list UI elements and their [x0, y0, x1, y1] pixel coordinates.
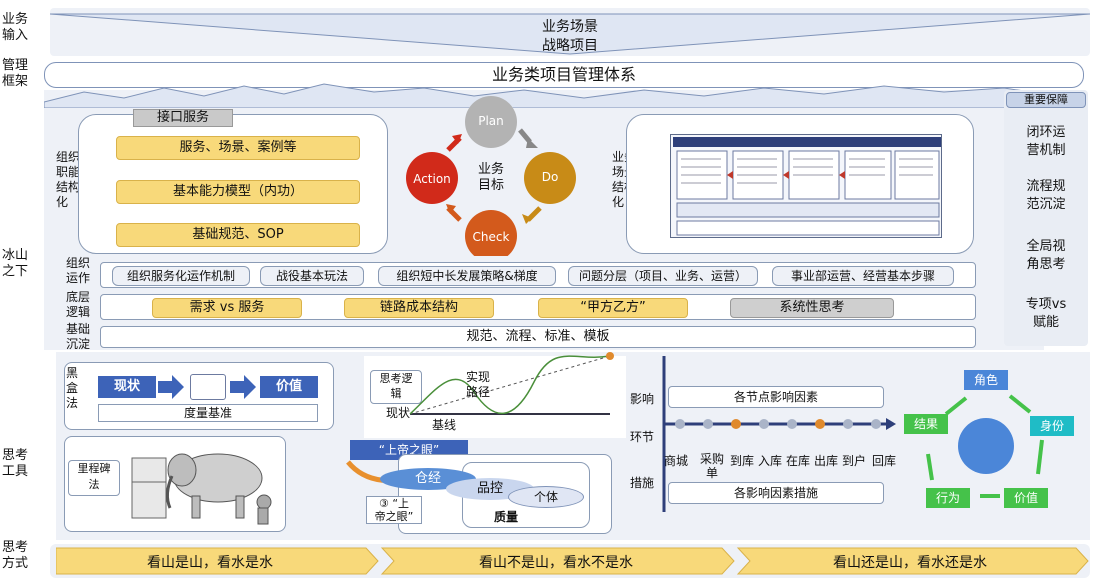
plan-node — [465, 96, 517, 148]
scenario-table-image — [670, 134, 942, 238]
check-node — [465, 210, 517, 256]
foundation-bar: 规范、流程、标准、模板 — [100, 326, 976, 348]
org-ops-item-3: 组织短中长发展策略&梯度 — [378, 266, 556, 286]
interface-service-label: 接口服务 — [133, 109, 233, 127]
funnel-shape — [50, 13, 1090, 55]
thinking-logic-baseline: 基线 — [432, 418, 457, 432]
value-node: 价值 — [1004, 488, 1048, 508]
elephant-fridge-illustration — [131, 453, 272, 525]
strategic-project-text: 战略项目 — [542, 38, 598, 54]
base-logic-demand: 需求 vs 服务 — [152, 298, 302, 318]
org-ops-item-2: 战役基本玩法 — [260, 266, 364, 286]
pdca-action-label: Action — [413, 172, 451, 186]
org-ops-label: 组织 运作 — [66, 256, 91, 285]
thinking-logic-graphic — [409, 352, 614, 415]
thinking-logic-status: 现状 — [386, 406, 411, 420]
chain-link: 环节 — [630, 430, 655, 444]
blackbox-metric: 度量基准 — [98, 404, 318, 422]
chain-node-return: 回库 — [872, 454, 897, 468]
chain-node-purchase: 采购 单 — [699, 452, 724, 480]
chain-node-outbound: 出库 — [814, 454, 839, 468]
base-logic-cost: 链路成本结构 — [344, 298, 494, 318]
milestone-label: 里程碑 法 — [68, 460, 120, 496]
base-logic-label: 底层 逻辑 — [66, 290, 91, 319]
gods-eye-step: ③ “上 帝之眼” — [366, 496, 422, 524]
behavior-node: 行为 — [926, 488, 970, 508]
base-logic-systematic: 系统性思考 — [730, 298, 894, 318]
chain-influence: 影响 — [630, 392, 655, 406]
guarantee-header: 重要保障 — [1006, 92, 1086, 108]
chain-node-mall: 商城 — [664, 454, 689, 468]
pdca-plan-label: Plan — [478, 114, 504, 128]
management-frame-title-box: 业务类项目管理体系 — [44, 62, 1084, 88]
row-label-management-frame: 管理 框架 — [2, 58, 29, 89]
row-label-iceberg: 冰山 之下 — [2, 248, 29, 279]
guarantee-special: 专项vs 赋能 — [1025, 297, 1067, 330]
org-structure-label: 组织 职能 结构 化 — [56, 150, 81, 209]
blackbox-arrow-1 — [158, 375, 184, 399]
blackbox-status: 现状 — [98, 376, 156, 398]
foundation-label: 基础 沉淀 — [66, 322, 91, 351]
org-ops-item-5: 事业部运营、经营基本步骤 — [772, 266, 954, 286]
pdca-do-label: Do — [541, 170, 559, 184]
mode-stage-1: 看山是山，看水是水 — [147, 555, 273, 571]
result-node: 结果 — [904, 414, 948, 434]
mode-arrows — [56, 547, 1089, 575]
chain-node-arrive: 到库 — [730, 454, 755, 468]
org-ops-item-4: 问题分层（项目、业务、运营） — [568, 266, 758, 286]
guarantee-column — [1004, 90, 1088, 346]
blackbox-arrow-2 — [230, 375, 256, 399]
row-label-thinking-mode: 思考 方式 — [2, 540, 29, 571]
chain-node-inbound: 入库 — [758, 454, 783, 468]
blackbox-empty-box — [190, 374, 226, 400]
chain-measures: 各影响因素措施 — [668, 482, 884, 504]
blackbox-value: 价值 — [260, 376, 318, 398]
org-item-service: 服务、场景、案例等 — [116, 136, 360, 160]
row-label-business-input: 业务 输入 — [2, 12, 29, 43]
pdca-center-label: 业务 目标 — [477, 162, 504, 193]
identity-node: 身份 — [1030, 416, 1074, 436]
do-node — [524, 152, 576, 204]
row-label-thinking-tools: 思考 工具 — [2, 448, 29, 479]
guarantee-closed-loop: 闭环运 营机制 — [1026, 125, 1066, 158]
chain-axes — [662, 356, 896, 512]
org-item-sop: 基础规范、SOP — [116, 223, 360, 247]
thinking-logic-path: 实现 路径 — [466, 370, 491, 399]
mode-stage-3: 看山还是山，看水还是水 — [833, 555, 987, 571]
base-logic-party: “甲方乙方” — [538, 298, 688, 318]
chain-node-instock: 在库 — [786, 454, 811, 468]
pdca-cycle — [406, 96, 576, 256]
business-input-band: 业务场景 战略项目 — [50, 8, 1090, 56]
guarantee-global-view: 全局视 角思考 — [1026, 239, 1066, 272]
gods-eye-individual: 个体 — [508, 486, 584, 508]
chain-node-delivered: 到户 — [842, 454, 867, 468]
scenario-table-graphic — [673, 137, 941, 236]
thinking-logic-label: 思考逻 辑 — [370, 370, 422, 404]
chain-measure: 措施 — [630, 476, 655, 490]
mode-stage-2: 看山不是山，看水不是水 — [479, 555, 633, 571]
iceberg-wave — [44, 83, 1044, 108]
gods-eye-quality: 质量 — [494, 510, 519, 524]
org-ops-item-1: 组织服务化运作机制 — [112, 266, 250, 286]
guarantee-process: 流程规 范沉淀 — [1026, 179, 1066, 212]
business-scenario-text: 业务场景 — [542, 19, 598, 35]
org-item-capability: 基本能力模型（内功） — [116, 180, 360, 204]
action-node — [406, 152, 458, 204]
blackbox-label: 黑 盒 法 — [66, 366, 79, 410]
pdca-check-label: Check — [472, 230, 510, 244]
role-cycle-graphic — [926, 394, 1044, 498]
chain-factors: 各节点影响因素 — [668, 386, 884, 408]
role-node: 角色 — [964, 370, 1008, 390]
